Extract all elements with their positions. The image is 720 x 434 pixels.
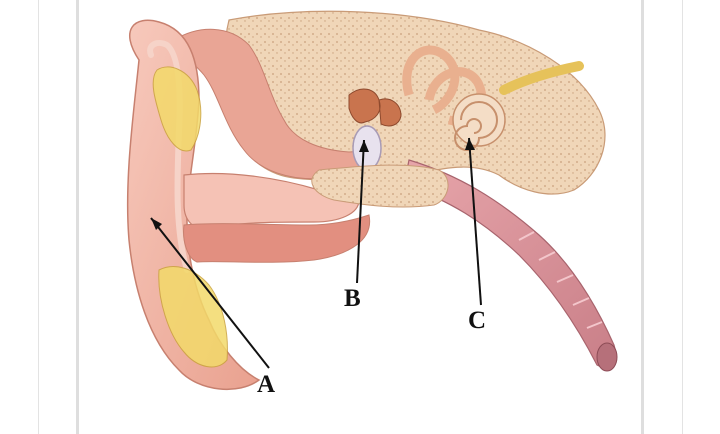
ossicles [348,88,402,127]
page-border-left [38,0,39,434]
tube-opening [596,342,618,372]
pointer-arrow-a [150,217,270,369]
arrowhead-a [151,218,162,230]
lower-bone [311,164,449,208]
pointer-arrow-b [356,139,365,284]
label-c: C [468,307,486,334]
label-b: B [344,285,361,312]
ear-diagram-frame: A B C [76,0,644,434]
tube-ridges [518,231,603,329]
arrowhead-b [359,140,369,152]
pointer-arrow-c [468,137,482,306]
arrowhead-c [465,138,475,150]
page-border-right [682,0,683,434]
ear-anatomy-diagram: A B C [126,10,618,398]
upper-fat-deposit [152,66,202,152]
label-a: A [257,371,275,398]
lower-fat-deposit [158,266,228,368]
auditory-nerve [499,61,584,95]
